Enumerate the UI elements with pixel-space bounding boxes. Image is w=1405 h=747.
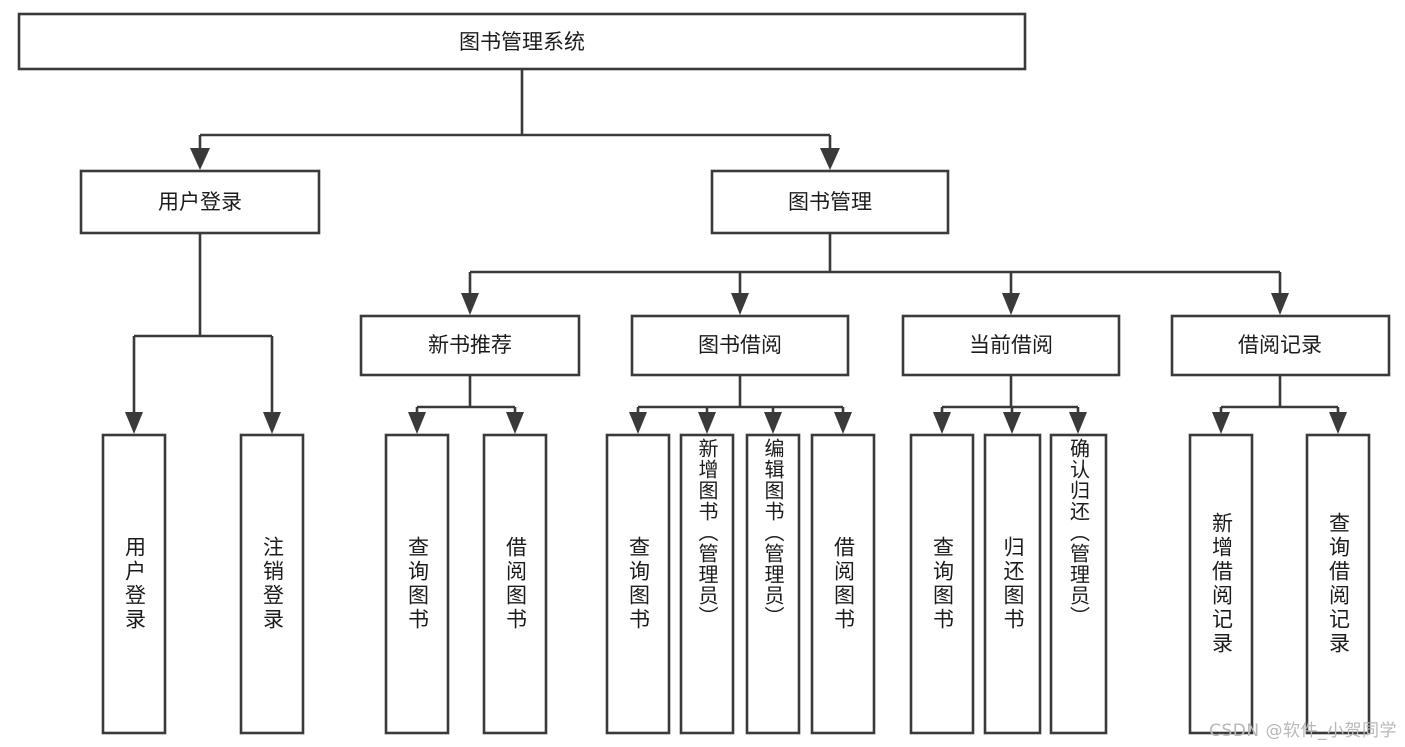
- arrow-head-leaf-query-borrow-record: [1329, 412, 1347, 434]
- arrow-head-leaf-edit-book-admin: [764, 412, 782, 434]
- connector-group-root-to-level2: [190, 69, 840, 170]
- node-leaf-add-book-admin-label: 新增图书（管理员）: [695, 438, 719, 627]
- node-book-borrow[interactable]: 图书借阅: [630, 314, 850, 377]
- node-user-login-label: 用户登录: [158, 190, 242, 214]
- arrow-head-leaf-confirm-return-admin: [1069, 412, 1087, 434]
- node-leaf-return-book-label: 归还图书: [1001, 536, 1025, 632]
- arrow-head-book-borrow: [731, 293, 749, 315]
- node-user-login[interactable]: 用户登录: [79, 169, 321, 235]
- arrow-head-leaf-query-book-rec: [408, 412, 426, 434]
- node-leaf-user-login-label: 用户登录: [122, 536, 147, 632]
- node-root-label: 图书管理系统: [459, 30, 585, 54]
- node-current-borrow-label: 当前借阅: [969, 333, 1053, 357]
- node-new-book-recommend-rect[interactable]: [359, 314, 581, 377]
- node-book-management-label: 图书管理: [788, 190, 872, 214]
- node-leaf-query-borrow-record-label: 查询借阅记录: [1326, 512, 1351, 656]
- arrow-head-user-login: [190, 148, 210, 170]
- node-leaf-add-borrow-record-rect[interactable]: [1188, 433, 1254, 735]
- node-leaf-query-book-rec-rect[interactable]: [384, 433, 450, 735]
- node-leaf-borrow-book[interactable]: 借阅图书: [812, 435, 874, 733]
- arrow-head-leaf-query-book-borrow: [629, 412, 647, 434]
- node-book-borrow-label: 图书借阅: [698, 333, 782, 357]
- node-leaf-borrow-book-rec[interactable]: 借阅图书: [484, 435, 546, 733]
- node-user-login-rect[interactable]: [79, 169, 321, 235]
- arrow-head-leaf-borrow-book: [834, 412, 852, 434]
- node-leaf-user-login[interactable]: 用户登录: [103, 435, 165, 733]
- node-leaf-logout-label: 注销登录: [260, 536, 285, 632]
- node-leaf-logout-rect[interactable]: [239, 433, 305, 735]
- node-borrow-record[interactable]: 借阅记录: [1170, 314, 1391, 377]
- connector-group-borrow-to-leaves: [629, 375, 852, 434]
- node-leaf-edit-book-admin[interactable]: 编辑图书（管理员）: [747, 438, 799, 730]
- node-leaf-borrow-book-label: 借阅图书: [831, 536, 856, 632]
- arrow-head-new-book-recommend: [461, 293, 479, 315]
- connector-group-current-to-leaves: [933, 375, 1087, 434]
- arrow-head-book-management: [820, 148, 840, 170]
- node-leaf-add-borrow-record-label: 新增借阅记录: [1209, 512, 1234, 656]
- node-leaf-query-book-current-rect[interactable]: [909, 433, 975, 735]
- node-leaf-borrow-book-rect[interactable]: [810, 433, 876, 735]
- node-leaf-edit-book-admin-label: 编辑图书（管理员）: [761, 438, 785, 627]
- node-new-book-recommend-label: 新书推荐: [428, 333, 512, 357]
- node-borrow-record-label: 借阅记录: [1238, 333, 1322, 357]
- connector-group-newbook-to-leaves: [408, 375, 524, 434]
- arrow-head-leaf-user-login: [125, 412, 143, 434]
- connector-group-bookmgmt-to-level3: [461, 233, 1289, 315]
- arrow-head-leaf-add-book-admin: [698, 412, 716, 434]
- arrow-head-current-borrow: [1002, 293, 1020, 315]
- node-leaf-query-borrow-record-rect[interactable]: [1305, 433, 1371, 735]
- node-leaf-user-login-rect[interactable]: [101, 433, 167, 735]
- connector-group-record-to-leaves: [1212, 375, 1347, 434]
- arrow-head-leaf-add-borrow-record: [1212, 412, 1230, 434]
- connector-group-userlogin-to-leaves: [125, 233, 281, 434]
- arrow-head-leaf-borrow-book-rec: [506, 412, 524, 434]
- arrow-head-leaf-return-book: [1003, 412, 1021, 434]
- node-leaf-query-book-borrow-label: 查询图书: [626, 536, 651, 632]
- node-leaf-logout[interactable]: 注销登录: [241, 435, 303, 733]
- node-leaf-confirm-return-admin[interactable]: 确认归还（管理员）: [1051, 438, 1106, 730]
- node-root-rect[interactable]: [17, 12, 1027, 71]
- node-leaf-query-borrow-record[interactable]: 查询借阅记录: [1307, 435, 1369, 733]
- node-book-borrow-rect[interactable]: [630, 314, 850, 377]
- node-leaf-add-book-admin[interactable]: 新增图书（管理员）: [681, 438, 733, 730]
- node-book-management[interactable]: 图书管理: [710, 169, 950, 235]
- node-leaf-query-book-current-label: 查询图书: [930, 536, 955, 632]
- node-root[interactable]: 图书管理系统: [17, 12, 1027, 71]
- node-leaf-add-book-admin-rect[interactable]: [679, 433, 735, 735]
- node-leaf-borrow-book-rec-rect[interactable]: [482, 433, 548, 735]
- node-leaf-add-borrow-record[interactable]: 新增借阅记录: [1190, 435, 1252, 733]
- node-new-book-recommend[interactable]: 新书推荐: [359, 314, 581, 377]
- node-leaf-query-book-rec-label: 查询图书: [405, 536, 430, 632]
- node-leaf-query-book-borrow[interactable]: 查询图书: [607, 435, 669, 733]
- node-leaf-query-book-rec[interactable]: 查询图书: [386, 435, 448, 733]
- arrow-head-leaf-logout: [263, 412, 281, 434]
- arrow-head-borrow-record: [1271, 293, 1289, 315]
- node-leaf-edit-book-admin-rect[interactable]: [745, 433, 801, 735]
- node-leaf-confirm-return-admin-label: 确认归还（管理员）: [1066, 438, 1091, 627]
- node-leaf-query-book-current[interactable]: 查询图书: [911, 435, 973, 733]
- node-borrow-record-rect[interactable]: [1170, 314, 1391, 377]
- node-leaf-return-book-rect[interactable]: [983, 433, 1042, 735]
- node-leaf-query-book-borrow-rect[interactable]: [605, 433, 671, 735]
- node-book-management-rect[interactable]: [710, 169, 950, 235]
- arrow-head-leaf-query-book-current: [933, 412, 951, 434]
- node-current-borrow[interactable]: 当前借阅: [901, 314, 1121, 377]
- node-leaf-confirm-return-admin-rect[interactable]: [1049, 433, 1108, 735]
- node-current-borrow-rect[interactable]: [901, 314, 1121, 377]
- csdn-watermark: CSDN @软件_小贺同学: [1209, 721, 1397, 741]
- node-leaf-borrow-book-rec-label: 借阅图书: [503, 536, 528, 632]
- node-leaf-return-book[interactable]: 归还图书: [985, 435, 1040, 733]
